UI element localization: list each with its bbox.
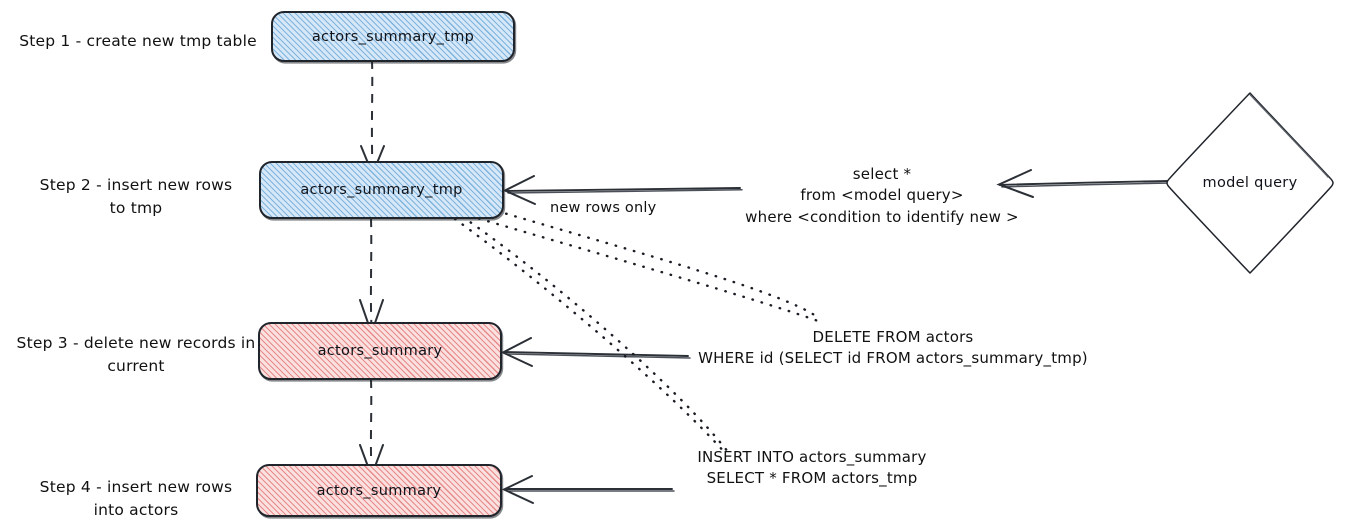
node-label: actors_summary [317, 343, 443, 359]
arrow-insert-to-summary [501, 475, 675, 504]
annotation-model-query-sql: select * from <model query> where <condi… [745, 165, 1019, 226]
edge-label-new-rows-only: new rows only [550, 200, 657, 216]
arrow-step1-to-step2 [360, 59, 385, 177]
arrow-delete-to-summary [500, 337, 691, 367]
node-actors-summary-tmp-2[interactable]: actors_summary_tmp [259, 161, 504, 219]
node-actors-summary-1[interactable]: actors_summary [258, 322, 502, 380]
diamond-shape [1166, 92, 1334, 274]
arrow-step2-to-step3 [359, 217, 384, 337]
node-label: actors_summary_tmp [311, 28, 475, 45]
node-actors-summary-tmp-1[interactable]: actors_summary_tmp [271, 11, 515, 62]
node-label: actors_summary [316, 482, 442, 499]
node-actors-summary-2[interactable]: actors_summary [256, 464, 502, 517]
step-label-1: Step 1 - create new tmp table [19, 32, 257, 50]
node-model-query[interactable]: model query [1163, 88, 1337, 278]
step-label-4: Step 4 - insert new rows into actors [39, 478, 233, 520]
arrow-step3-to-step4 [359, 378, 384, 479]
step-label-2: Step 2 - insert new rows to tmp [39, 176, 233, 218]
node-label: model query [1202, 175, 1298, 191]
annotation-delete-sql: DELETE FROM actors WHERE id (SELECT id F… [698, 328, 1088, 368]
step-label-3: Step 3 - delete new records in current [16, 334, 256, 376]
annotation-insert-sql: INSERT INTO actors_summary SELECT * FROM… [697, 448, 927, 488]
node-label: actors_summary_tmp [300, 182, 463, 198]
